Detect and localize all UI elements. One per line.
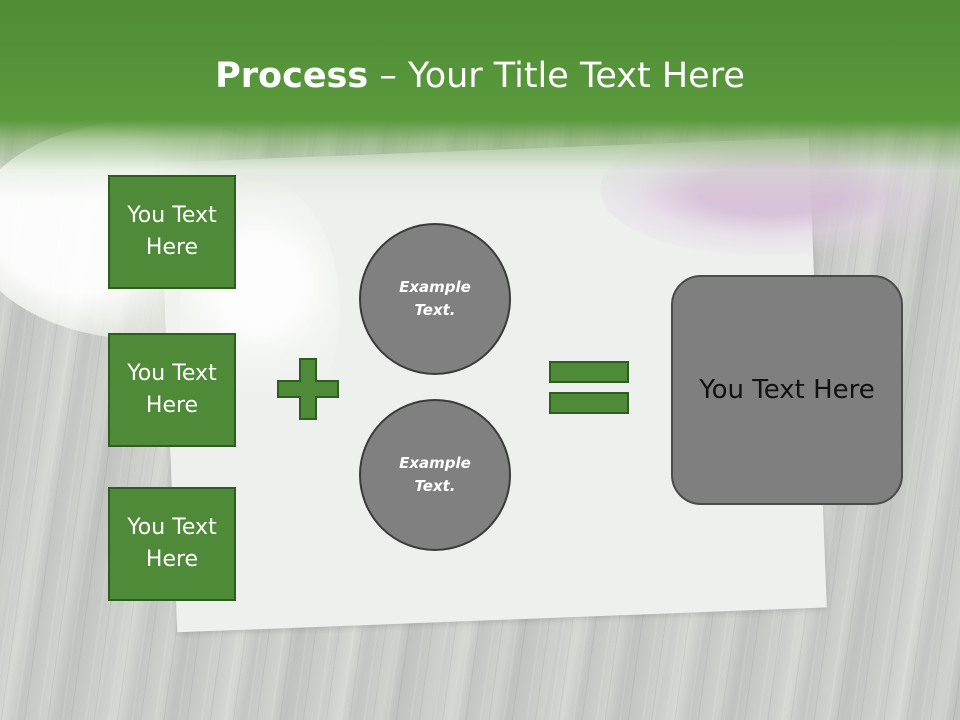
text-box-label: You Text Here (127, 361, 217, 418)
plus-icon (277, 358, 339, 420)
text-box-2[interactable]: You Text Here (108, 333, 236, 447)
text-box-label: You Text Here (127, 515, 217, 572)
text-box-label: You Text Here (127, 203, 217, 260)
example-circle-2[interactable]: Example Text. (359, 399, 511, 551)
slide-title[interactable]: Process – Your Title Text Here (0, 48, 960, 104)
text-box-3[interactable]: You Text Here (108, 487, 236, 601)
title-rest: – Your Title Text Here (368, 56, 745, 96)
result-label: You Text Here (699, 375, 875, 405)
title-bold: Process (215, 56, 369, 96)
circle-label: Example Text. (399, 278, 471, 319)
title-band (0, 0, 960, 200)
result-box[interactable]: You Text Here (671, 275, 903, 505)
circle-label: Example Text. (399, 454, 471, 495)
example-circle-1[interactable]: Example Text. (359, 223, 511, 375)
equals-icon (549, 361, 629, 414)
text-box-1[interactable]: You Text Here (108, 175, 236, 289)
